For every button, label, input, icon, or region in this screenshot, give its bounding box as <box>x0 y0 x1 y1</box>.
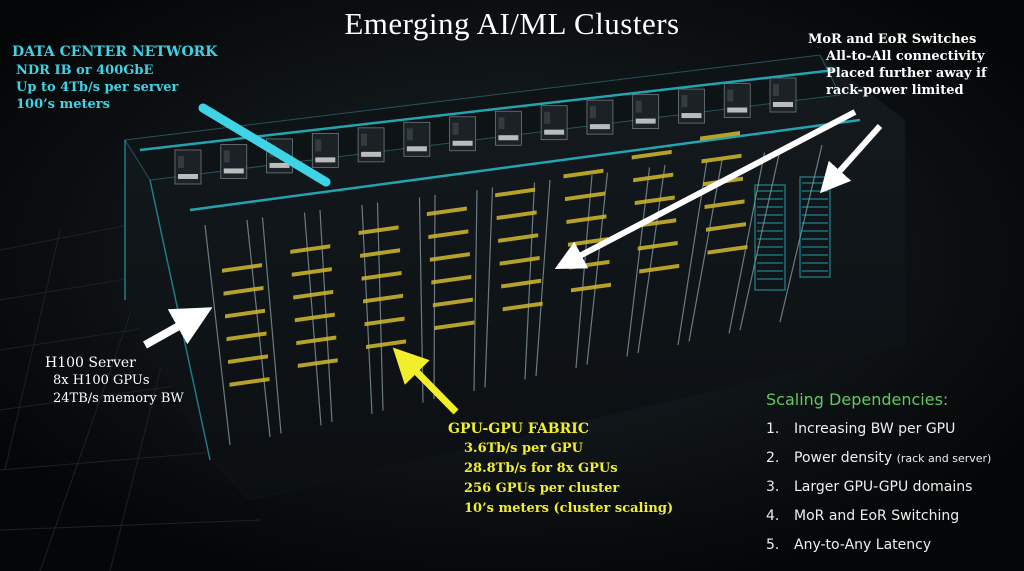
mor-eor-switches-label: MoR and EoR Switches All-to-All connecti… <box>808 31 987 99</box>
list-item: 5.Any-to-Any Latency <box>766 537 932 553</box>
mor-heading: MoR and EoR Switches <box>808 32 977 47</box>
mor-line: rack-power limited <box>826 83 964 98</box>
h100-line: 24TB/s memory BW <box>53 391 184 406</box>
page-title: Emerging AI/ML Clusters <box>344 6 680 41</box>
list-item: 1.Increasing BW per GPU <box>766 421 956 437</box>
dcn-heading: DATA CENTER NETWORK <box>12 44 218 60</box>
gpu-fabric-label: GPU-GPU FABRIC 3.6Tb/s per GPU 28.8Tb/s … <box>448 419 673 519</box>
mor-arrow-1 <box>554 109 857 269</box>
list-item: 3.Larger GPU-GPU domains <box>766 479 973 495</box>
list-item-note: (rack and server) <box>896 452 992 465</box>
h100-server-label: H100 Server 8x H100 GPUs 24TB/s memory B… <box>45 354 184 408</box>
floor-grid <box>0 199 261 571</box>
fabric-line: 10’s meters (cluster scaling) <box>464 501 674 516</box>
list-item: 4.MoR and EoR Switching <box>766 508 960 524</box>
dcn-line: NDR IB or 400GbE <box>16 63 154 78</box>
server-arrow <box>143 307 213 349</box>
fabric-line: 28.8Tb/s for 8x GPUs <box>464 461 618 476</box>
h100-line: 8x H100 GPUs <box>53 373 150 388</box>
mor-line: All-to-All connectivity <box>826 49 985 64</box>
h100-heading: H100 Server <box>45 355 136 371</box>
mor-line: Placed further away if <box>826 66 987 81</box>
scaling-list: 1.Increasing BW per GPU 2.Power density … <box>766 415 991 560</box>
data-center-network-label: DATA CENTER NETWORK NDR IB or 400GbE Up … <box>12 44 217 113</box>
dcn-line: Up to 4Tb/s per server <box>16 80 179 95</box>
network-arrow <box>198 103 331 187</box>
fabric-arrow <box>392 347 459 415</box>
scaling-dependencies: Scaling Dependencies: 1.Increasing BW pe… <box>766 390 991 560</box>
cyan-switch-racks <box>754 176 831 291</box>
fabric-heading: GPU-GPU FABRIC <box>448 421 589 437</box>
scaling-heading: Scaling Dependencies: <box>766 390 949 409</box>
annotation-arrows <box>143 103 883 415</box>
fabric-line: 3.6Tb/s per GPU <box>464 441 583 456</box>
top-switch-units <box>174 77 797 185</box>
list-item: 2.Power density (rack and server) <box>766 450 992 466</box>
mor-arrow-2 <box>820 124 883 194</box>
dcn-line: 100’s meters <box>16 97 110 112</box>
fabric-line: 256 GPUs per cluster <box>464 481 620 496</box>
